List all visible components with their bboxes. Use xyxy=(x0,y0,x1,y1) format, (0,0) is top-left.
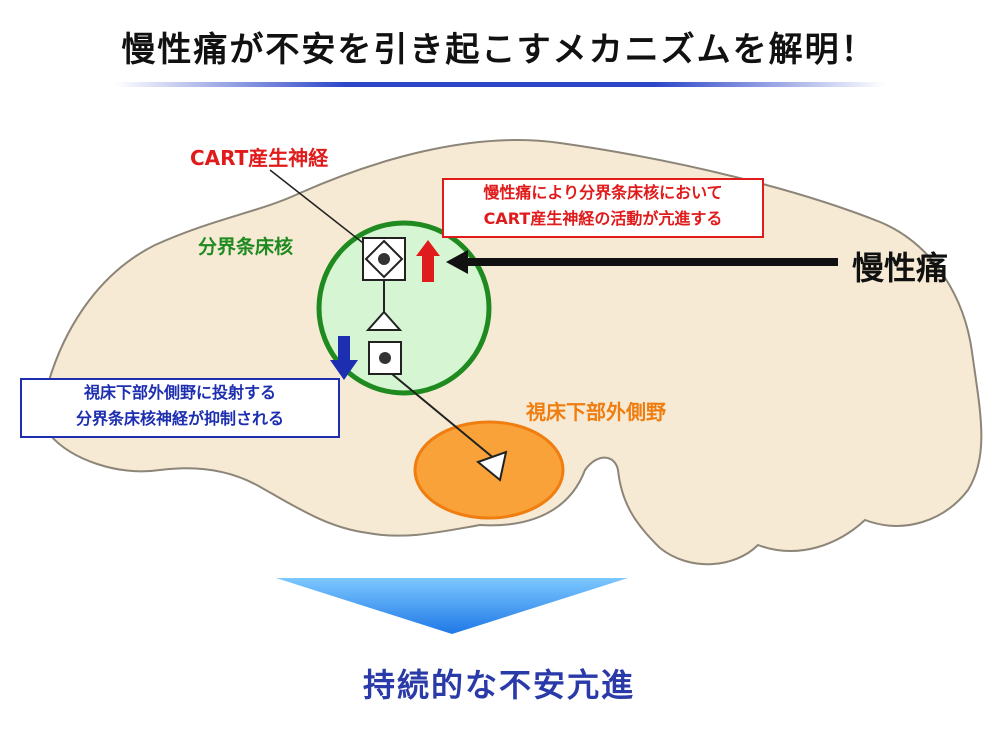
suppression-down-arrow-icon xyxy=(330,336,358,380)
result-down-chevron-icon xyxy=(276,578,628,634)
suppression-callout-line2: 分界条床核神経が抑制される xyxy=(75,409,284,428)
page-title: 慢性痛が不安を引き起こすメカニズムを解明！ xyxy=(121,30,877,70)
brain-outline xyxy=(40,139,983,566)
cart-neuron-label: CART産生神経 xyxy=(190,146,329,170)
cart-leader-line xyxy=(269,169,373,251)
lateral-hypothalamus-label: 視床下部外側野 xyxy=(526,400,666,424)
activation-up-arrow-icon xyxy=(416,240,440,282)
projection-neuron-nucleus xyxy=(379,352,391,364)
bnst-region xyxy=(316,220,492,396)
cart-neuron-nucleus xyxy=(378,253,390,265)
title-underline xyxy=(115,82,885,87)
suppression-callout-line1: 視床下部外側野に投射する xyxy=(83,383,276,402)
activation-callout-line2: CART産生神経の活動が亢進する xyxy=(483,209,723,228)
chronic-pain-label: 慢性痛 xyxy=(852,249,949,287)
lh-synapse-triangle xyxy=(475,450,508,482)
activation-callout-line1: 慢性痛により分界条床核において xyxy=(483,183,723,202)
chronic-pain-arrow-head-icon xyxy=(446,250,468,274)
bnst-label: 分界条床核 xyxy=(198,236,294,258)
cart-synapse-triangle xyxy=(365,310,403,331)
suppression-callout: 視床下部外側野に投射する 分界条床核神経が抑制される xyxy=(20,378,340,438)
projection-axon xyxy=(391,373,497,461)
activation-callout: 慢性痛により分界条床核において CART産生神経の活動が亢進する xyxy=(442,178,764,238)
result-text: 持続的な不安亢進 xyxy=(362,666,635,704)
